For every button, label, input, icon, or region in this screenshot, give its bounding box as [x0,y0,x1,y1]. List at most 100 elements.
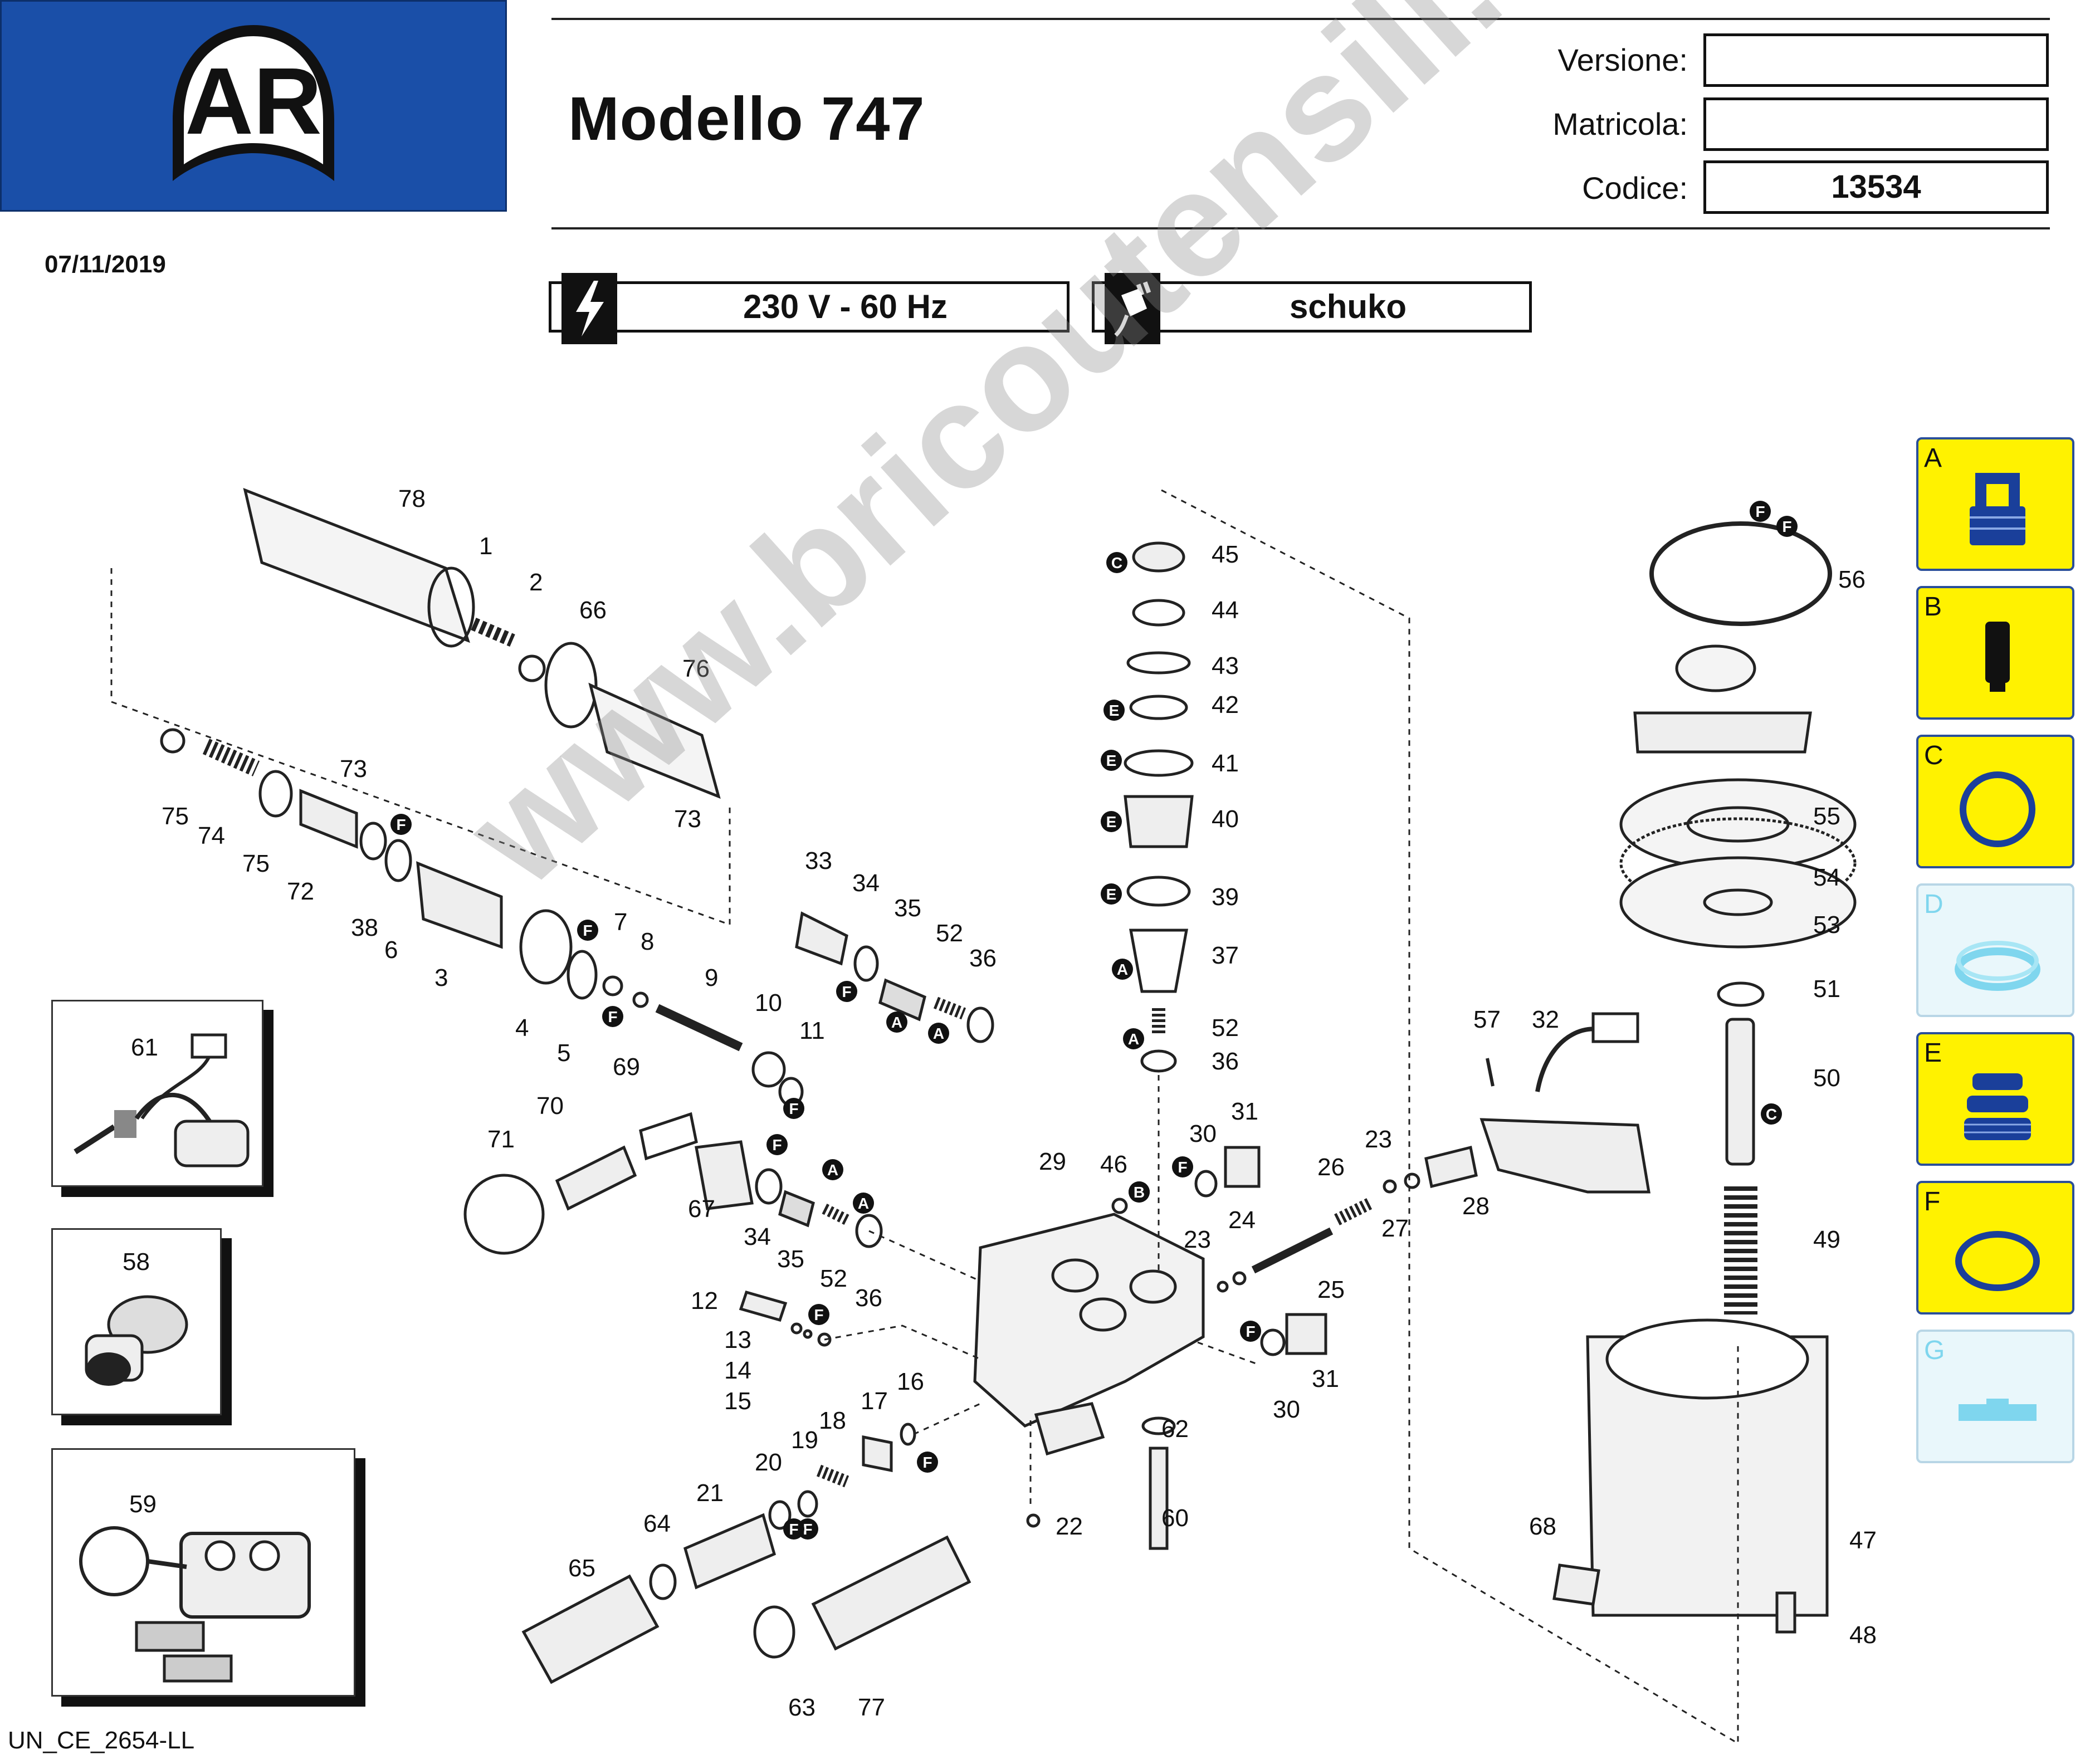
part-callout-32: 32 [1532,1006,1559,1033]
legend-letter: E [1924,1038,1942,1068]
part-callout-45: 45 [1212,541,1239,568]
legend-letter: B [1924,592,1942,622]
part-callout-70: 70 [536,1092,564,1120]
part-callout-5: 5 [557,1039,570,1067]
svg-text:F: F [789,1521,798,1538]
part-callout-28: 28 [1462,1193,1490,1220]
part-callout-41: 41 [1212,750,1239,777]
seal-kit-icon [1955,941,2040,991]
logo-box: AR [0,0,507,212]
part-callout-1: 1 [479,532,492,560]
part-callout-59: 59 [129,1491,157,1518]
part-callout-39: 39 [1212,883,1239,911]
part-callout-20: 20 [755,1449,782,1476]
matricola-label: Matricola: [1552,106,1688,141]
svg-text:E: E [1106,752,1117,769]
shim-icon [1959,1399,2037,1421]
part-callout-18: 18 [819,1407,846,1434]
part-callout-34: 34 [744,1223,771,1250]
part-callout-57: 57 [1473,1006,1501,1033]
part-callout-21: 21 [696,1479,724,1507]
drawing-code: UN_CE_2654-LL [8,1727,195,1754]
kit-marker-f: F [602,1006,623,1027]
kit-marker-f: F [1776,516,1798,537]
part-callout-15: 15 [724,1387,751,1415]
packing-kit-icon [1964,1073,2031,1140]
part-callout-74: 74 [198,822,225,849]
part-callout-52: 52 [1212,1014,1239,1042]
kit-marker-f: F [836,981,857,1002]
lightning-icon [561,273,617,344]
kit-marker-f: F [783,1098,804,1119]
ar-logo: AR [173,25,334,181]
part-callout-23: 23 [1184,1226,1211,1253]
kit-marker-f: F [917,1452,938,1473]
kit-marker-a: A [928,1023,949,1044]
part-callout-56: 56 [1838,566,1866,593]
legend-item-f: F [1916,1181,2074,1315]
part-callout-48: 48 [1849,1621,1877,1649]
kit-marker-f: F [783,1518,804,1540]
part-callout-30: 30 [1189,1120,1217,1147]
part-callout-40: 40 [1212,805,1239,833]
legend-item-c: C [1916,735,2074,868]
part-callout-13: 13 [724,1326,751,1353]
part-callout-53: 53 [1813,911,1840,939]
inset-58 [51,1228,222,1415]
valve-kit-icon [1970,473,2025,545]
part-callout-26: 26 [1317,1154,1345,1181]
svg-text:E: E [1106,886,1117,903]
part-callout-73: 73 [674,805,701,833]
svg-text:A: A [827,1161,838,1179]
svg-text:F: F [1755,503,1765,520]
svg-text:F: F [789,1100,798,1117]
part-callout-36: 36 [969,945,997,972]
part-callout-76: 76 [682,655,710,682]
kit-marker-c: C [1761,1103,1782,1125]
part-callout-52: 52 [820,1265,847,1292]
part-callout-44: 44 [1212,597,1239,624]
svg-text:A: A [1128,1030,1139,1048]
part-callout-16: 16 [897,1368,924,1395]
part-callout-36: 36 [855,1284,882,1312]
svg-text:B: B [1134,1184,1145,1201]
part-callout-66: 66 [579,597,607,624]
part-callout-42: 42 [1212,691,1239,719]
part-callout-64: 64 [643,1510,671,1537]
kit-marker-a: A [853,1193,874,1214]
part-callout-75: 75 [242,850,270,877]
parts-group [160,487,1857,1684]
kit-marker-f: F [390,814,412,835]
plug-spec: schuko [1092,273,1532,344]
codice-field: 13534 [1703,160,2049,214]
part-callout-9: 9 [705,964,718,991]
inset-59 [51,1448,355,1697]
svg-text:A: A [933,1025,944,1042]
part-callout-50: 50 [1813,1064,1840,1092]
part-callout-68: 68 [1529,1513,1556,1540]
kit-marker-a: A [886,1012,907,1033]
legend-item-a: A [1916,437,2074,571]
legend-item-d: D [1916,883,2074,1017]
kit-marker-group: FFFFAAFFFFAAFFFFCCEEEEAAFFCB [390,501,1798,1540]
kit-marker-f: F [808,1304,829,1325]
svg-text:AR: AR [185,48,322,154]
kit-marker-a: A [1112,959,1133,980]
part-callout-49: 49 [1813,1226,1840,1253]
svg-text:E: E [1106,813,1117,830]
part-callout-67: 67 [688,1195,715,1223]
date: 07/11/2019 [45,251,166,278]
legend-item-g: G [1916,1330,2074,1463]
plug-icon [1105,273,1160,344]
part-callout-35: 35 [777,1245,804,1273]
part-callout-69: 69 [613,1053,640,1081]
part-callout-51: 51 [1813,975,1840,1003]
svg-text:F: F [842,983,851,1000]
kit-marker-f: F [577,920,598,941]
part-callout-60: 60 [1161,1504,1189,1532]
part-callout-38: 38 [351,914,378,941]
svg-text:F: F [772,1136,782,1154]
kit-marker-e: E [1101,811,1122,832]
part-callout-54: 54 [1813,864,1840,891]
